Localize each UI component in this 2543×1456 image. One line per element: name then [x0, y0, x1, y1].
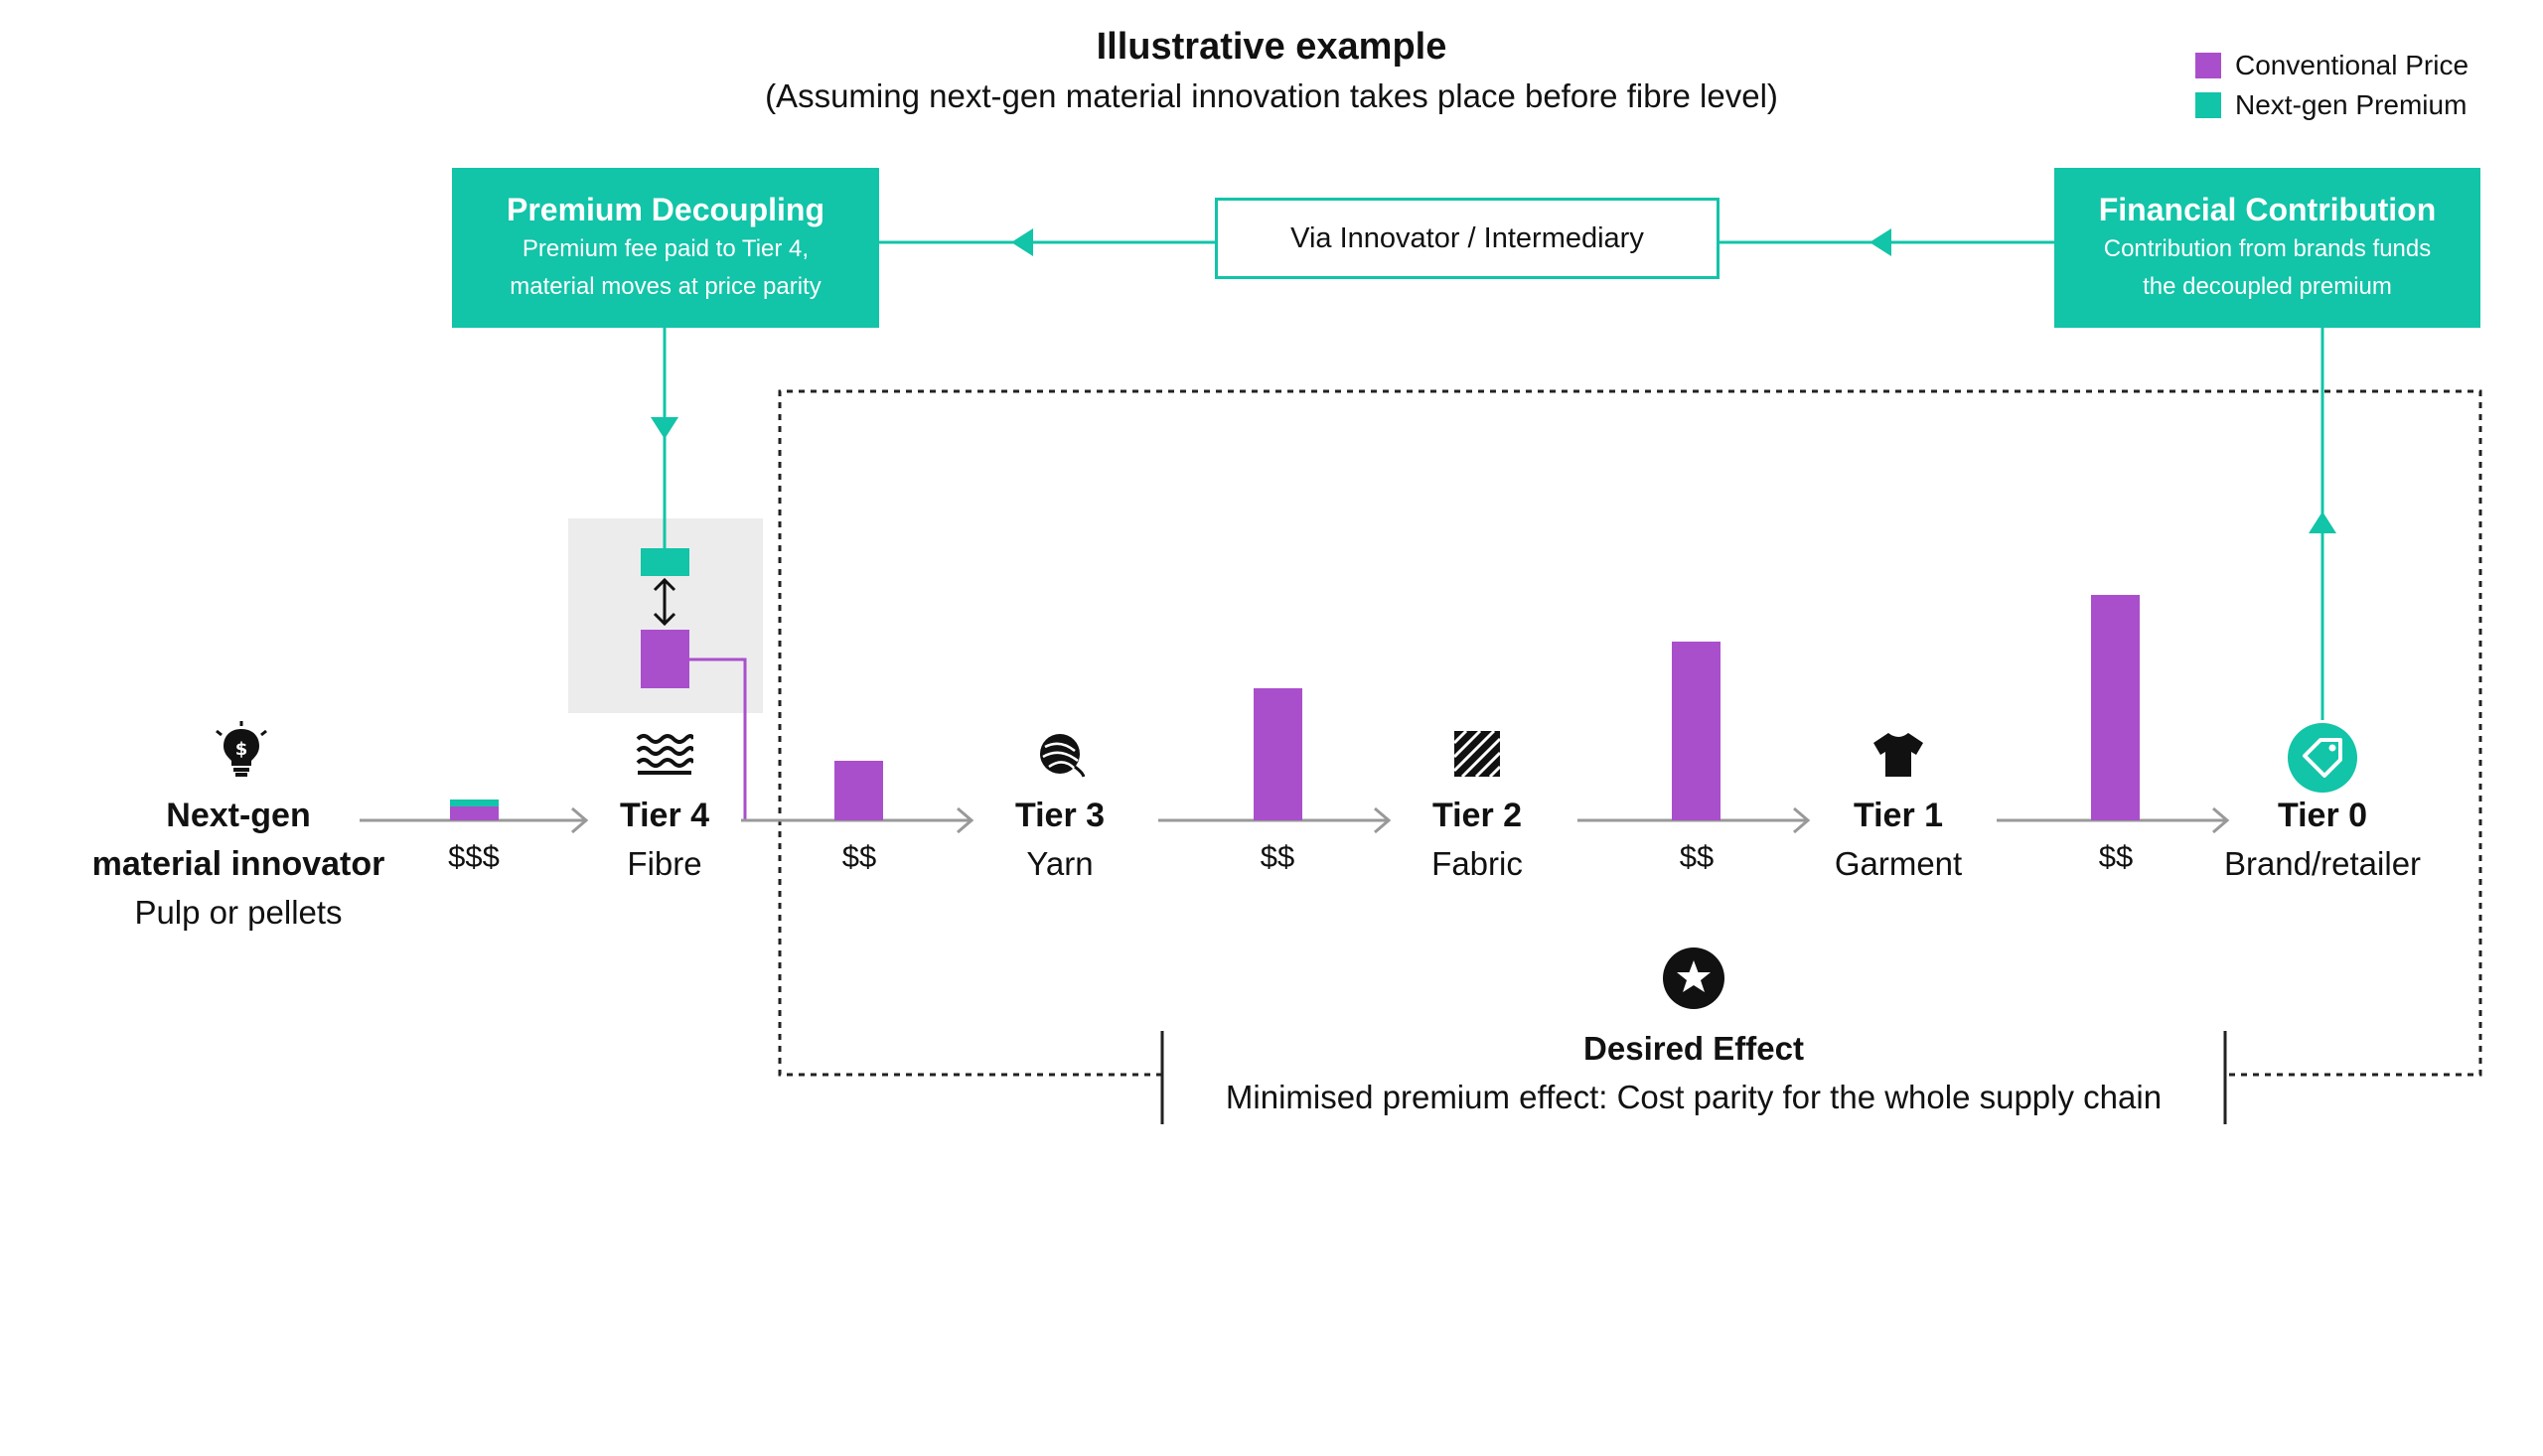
tier4-sub: Fibre	[627, 845, 702, 882]
fabric-icon	[1452, 729, 1502, 779]
tier4-premium-bar	[641, 548, 689, 576]
premium-decoupling-line1: Premium fee paid to Tier 4,	[522, 235, 810, 262]
tier1-sub: Garment	[1834, 845, 1963, 882]
tier0-sub: Brand/retailer	[2223, 845, 2422, 882]
tier4-conventional-bar	[641, 630, 689, 688]
fibre-icon	[636, 734, 693, 775]
tier0-name: Tier 0	[2277, 797, 2368, 834]
premium-decoupling-box: Premium Decoupling Premium fee paid to T…	[452, 168, 879, 328]
tier4-name: Tier 4	[619, 797, 710, 834]
page-title: Illustrative example	[1096, 26, 1447, 68]
legend-label-conventional: Conventional Price	[2235, 50, 2469, 80]
legend-swatch-premium	[2195, 92, 2221, 118]
financial-contribution-box: Financial Contribution Contribution from…	[2054, 168, 2480, 328]
arrowhead-down	[651, 417, 678, 439]
arrowhead-left-2	[1870, 228, 1891, 256]
tier2-name: Tier 2	[1431, 797, 1523, 834]
tshirt-icon	[1873, 733, 1923, 777]
yarn-ball-icon	[1040, 734, 1085, 778]
bar-tier0	[2091, 595, 2140, 820]
bar-tier2	[1254, 688, 1302, 820]
innovator-sub: Pulp or pellets	[134, 894, 343, 931]
lightbulb-icon: $	[216, 721, 267, 777]
price-tag-icon	[2288, 723, 2357, 793]
swap-arrow-up	[653, 577, 676, 592]
arrowhead-up	[2309, 511, 2336, 533]
legend-label-premium: Next-gen Premium	[2235, 89, 2468, 120]
arrowhead-left-1	[1011, 228, 1033, 256]
legend-swatch-conventional	[2195, 53, 2221, 78]
innovator-name-line1: Next-gen	[166, 797, 311, 834]
bar-innovator-premium	[450, 800, 499, 806]
desired-effect-heading: Desired Effect	[1583, 1030, 1804, 1067]
star-icon	[1663, 947, 1724, 1009]
price-tier2-to-tier1: $$	[1679, 839, 1715, 874]
premium-decoupling-heading: Premium Decoupling	[506, 192, 825, 227]
page-subtitle: (Assuming next-gen material innovation t…	[765, 77, 1778, 114]
via-intermediary-label: Via Innovator / Intermediary	[1290, 221, 1644, 254]
bar-tier3	[834, 761, 883, 820]
tier1-name: Tier 1	[1853, 797, 1944, 834]
price-tier4-to-tier3: $$	[841, 839, 877, 874]
svg-text:$: $	[235, 739, 248, 760]
financial-contribution-line1: Contribution from brands funds	[2103, 235, 2432, 262]
tier3-name: Tier 3	[1014, 797, 1106, 834]
via-intermediary-box: Via Innovator / Intermediary	[1215, 198, 1720, 279]
legend-item-conventional: Conventional Price	[2195, 50, 2468, 81]
price-tier1-to-tier0: $$	[2098, 839, 2134, 874]
tier2-sub: Fabric	[1431, 845, 1523, 882]
price-innovator-to-tier4: $$$	[448, 839, 500, 874]
innovator-name-line2: material innovator	[91, 845, 385, 883]
swap-arrow-down	[653, 612, 676, 627]
tier4-connector-line	[689, 657, 747, 820]
tier3-sub: Yarn	[1026, 845, 1094, 882]
financial-contribution-line2: the decoupled premium	[2143, 273, 2392, 300]
desired-effect-text: Minimised premium effect: Cost parity fo…	[1225, 1079, 2163, 1115]
legend-item-premium: Next-gen Premium	[2195, 89, 2467, 121]
bar-tier1	[1672, 642, 1720, 820]
premium-decoupling-line2: material moves at price parity	[510, 273, 822, 300]
financial-contribution-heading: Financial Contribution	[2098, 192, 2437, 227]
price-tier3-to-tier2: $$	[1260, 839, 1295, 874]
